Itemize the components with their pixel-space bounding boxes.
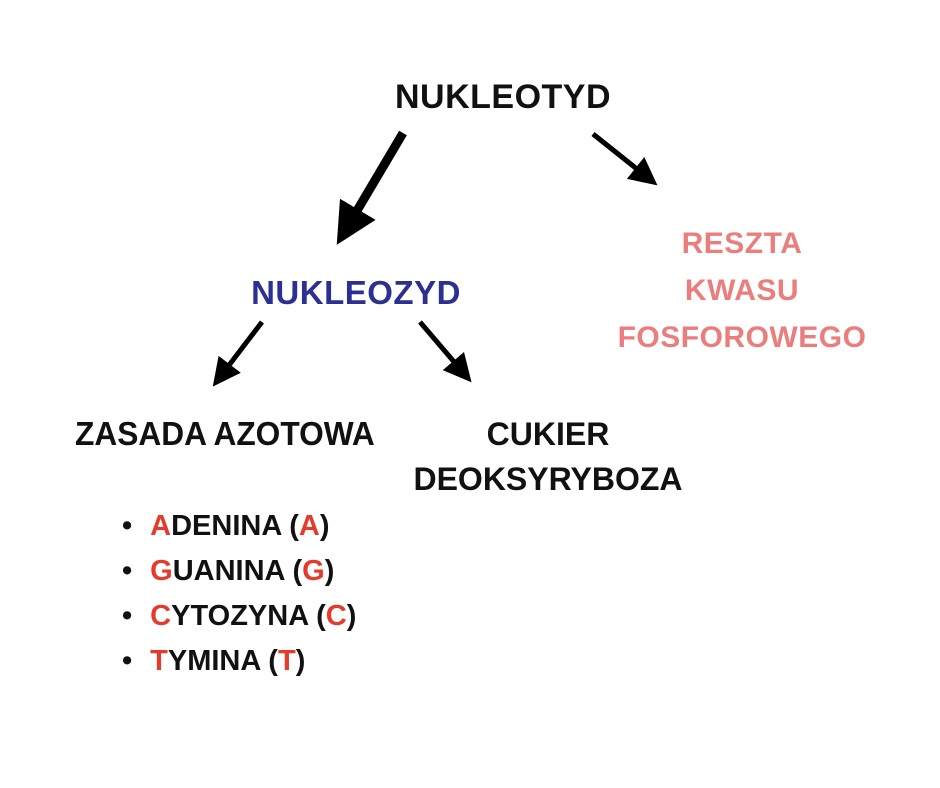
bullet-icon: • — [122, 600, 133, 632]
base-initial: C — [150, 600, 172, 632]
base-name: DENINA ( — [171, 510, 299, 542]
base-name: UANINA ( — [172, 555, 303, 587]
base-initial: T — [150, 645, 168, 677]
base-close: ) — [319, 510, 330, 542]
node-zasada-azotowa: ZASADA AZOTOWA — [75, 415, 375, 452]
arrow-nukleotyd-to-nukleozyd — [336, 130, 407, 245]
base-code: C — [325, 600, 347, 632]
node-nukleozyd: NUKLEOZYD — [251, 274, 461, 311]
bullet-icon: • — [122, 645, 133, 677]
base-close: ) — [346, 600, 357, 632]
node-nukleotyd: NUKLEOTYD — [394, 78, 612, 116]
cukier-line-1: CUKIER — [486, 416, 610, 452]
cukier-line-2: DEOKSYRYBOZA — [413, 461, 683, 497]
arrow-nukleozyd-to-zasada — [212, 320, 264, 387]
reszta-line-1: RESZTA — [681, 227, 803, 260]
base-code: T — [277, 645, 296, 677]
reszta-line-2: KWASU — [684, 274, 800, 307]
node-cukier-deoksyryboza: CUKIER DEOKSYRYBOZA — [413, 412, 682, 502]
node-reszta-kwasu-fosforowego: RESZTA KWASU FOSFOROWEGO — [618, 220, 867, 361]
base-close: ) — [295, 645, 306, 677]
base-close: ) — [324, 555, 335, 587]
bullet-icon: • — [122, 555, 133, 587]
arrow-nukleotyd-to-reszta — [591, 132, 658, 186]
base-name: YTOZYNA ( — [171, 600, 326, 632]
base-code: G — [302, 555, 325, 587]
base-code: A — [298, 510, 320, 542]
base-initial: A — [150, 510, 172, 542]
base-initial: G — [150, 555, 173, 587]
bullet-icon: • — [122, 510, 133, 542]
arrow-nukleozyd-to-cukier — [418, 320, 472, 383]
base-name: YMINA ( — [167, 645, 278, 677]
reszta-line-3: FOSFOROWEGO — [617, 321, 867, 354]
